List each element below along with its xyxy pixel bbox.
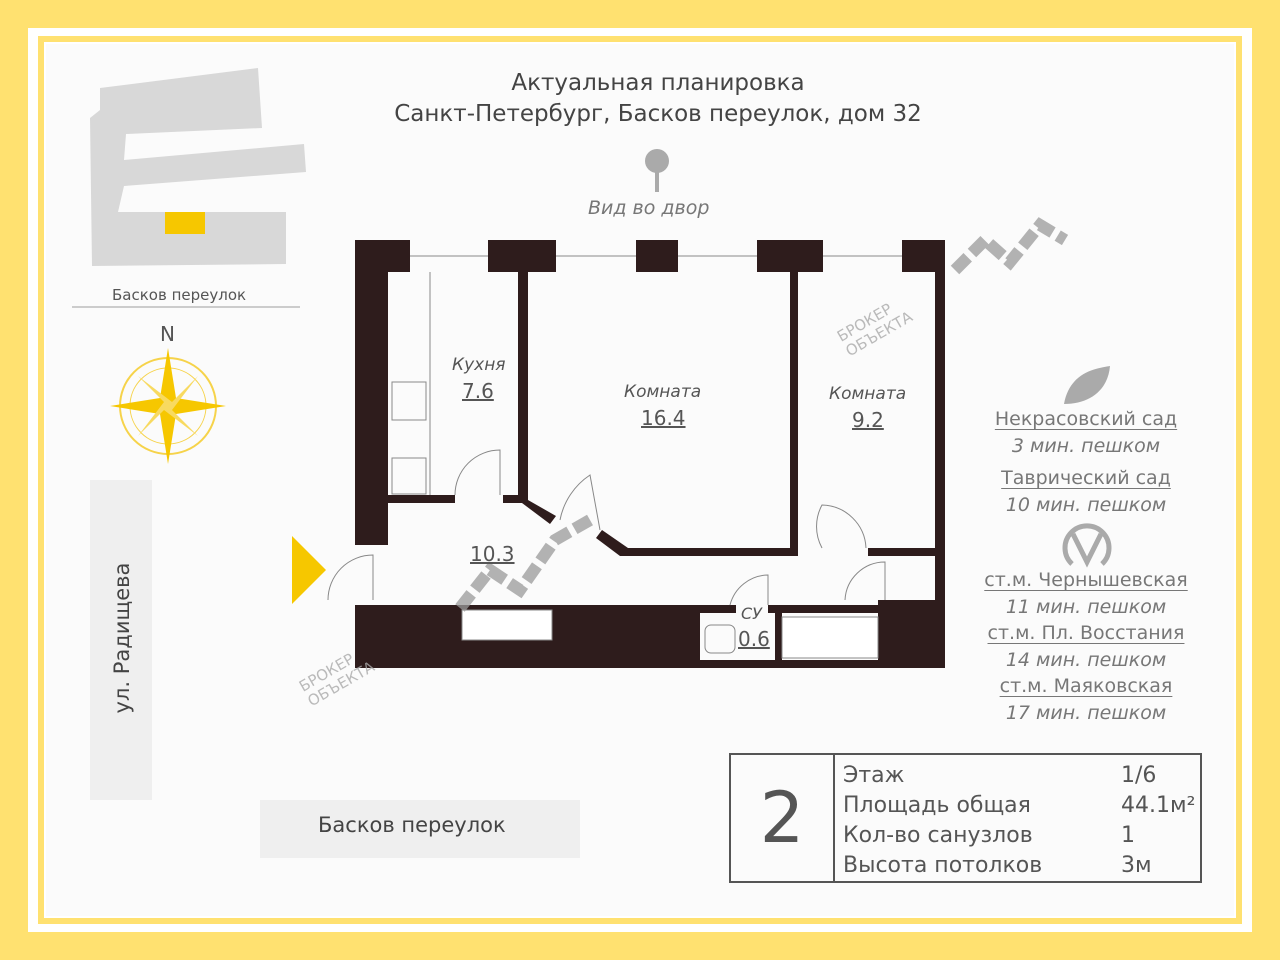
plan-sheet — [46, 44, 1234, 916]
north-label: N — [160, 322, 175, 346]
view-label: Вид во двор — [588, 197, 710, 219]
room-name: Кухня — [452, 355, 506, 375]
pin-icon — [645, 149, 669, 192]
street-top-label: Басков переулок — [112, 286, 247, 304]
sink-icon — [391, 457, 427, 495]
room-name: СУ — [741, 604, 762, 623]
inner-border — [38, 36, 1242, 924]
door-room2 — [816, 504, 867, 549]
site-map — [72, 68, 306, 308]
room-area: 0.6 — [738, 627, 770, 651]
rooms-count: 2 — [731, 755, 835, 881]
logo-watermark-icon — [455, 217, 1069, 612]
toilet-icon — [704, 624, 736, 654]
windows — [327, 255, 902, 654]
leaf-icon — [1064, 366, 1110, 404]
room-name: Комната — [829, 384, 907, 404]
room-area: 10.3 — [470, 542, 515, 566]
metro-icon — [1062, 523, 1112, 568]
door-room1 — [559, 474, 601, 531]
street-left-label: ул. Радищева — [110, 562, 134, 714]
door-entrance — [327, 554, 374, 601]
stove-icon — [391, 381, 427, 421]
door-kitchen — [454, 449, 501, 496]
door-closet — [844, 561, 886, 601]
room-area: 16.4 — [641, 406, 686, 430]
room-name: Комната — [624, 382, 702, 402]
walls — [355, 240, 945, 668]
compass-icon — [110, 348, 226, 464]
door-wc — [729, 574, 769, 606]
room-area: 9.2 — [852, 408, 884, 432]
entrance-arrow-icon — [292, 536, 326, 604]
street-bottom-label: Басков переулок — [318, 813, 506, 837]
room-area: 7.6 — [462, 379, 494, 403]
title-line1: Актуальная планировка — [511, 70, 805, 96]
apartment-marker — [165, 212, 205, 234]
title-line2: Санкт-Петербург, Басков переулок, дом 32 — [394, 101, 922, 127]
